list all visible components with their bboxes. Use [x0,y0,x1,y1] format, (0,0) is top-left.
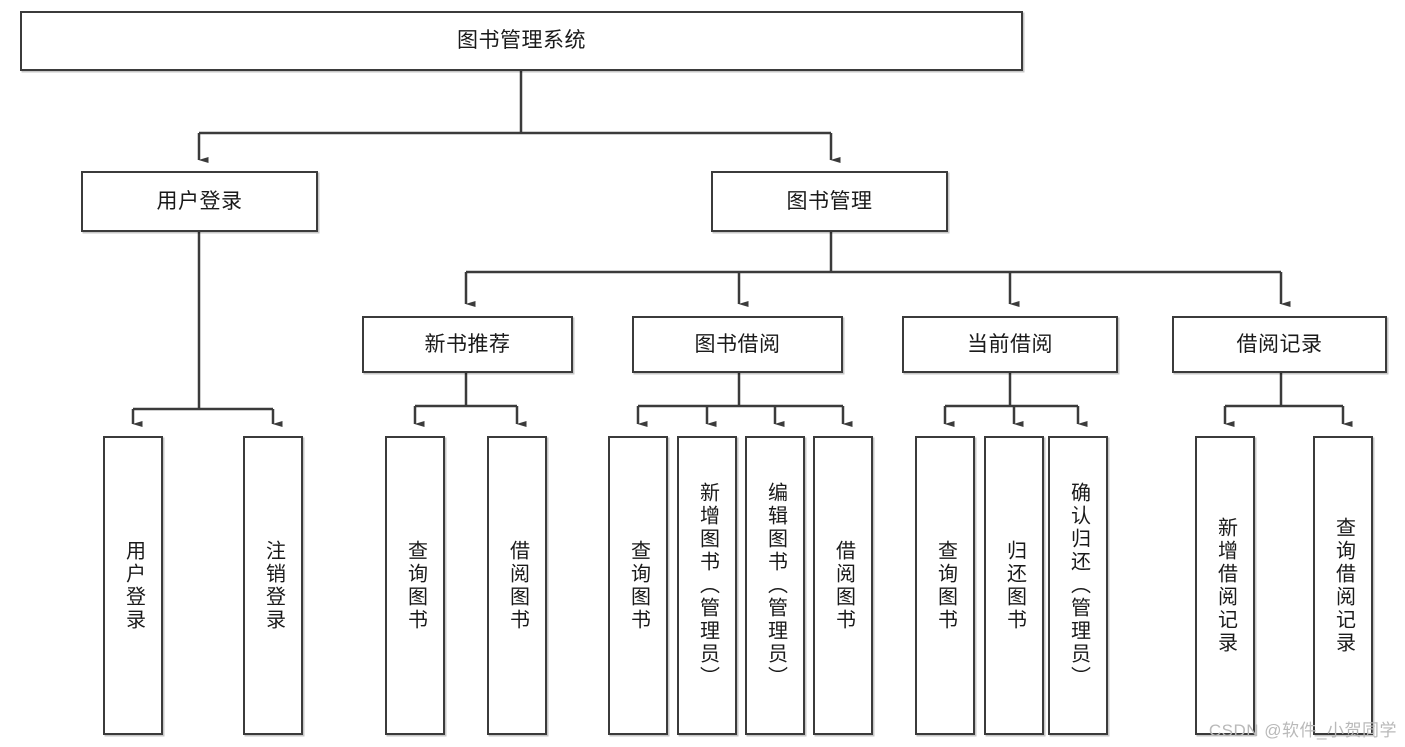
leaf-query-book-1[interactable]: 查询图书 [385,436,445,735]
leaf-return-book[interactable]: 归还图书 [984,436,1044,735]
node-book-manage-label: 图书管理 [786,189,873,213]
node-borrow-record-label: 借阅记录 [1236,332,1323,356]
leaf-confirm-return[interactable]: 确认归还（管理员） [1048,436,1108,735]
leaf-add-book[interactable]: 新增图书（管理员） [677,436,737,735]
leaf-user-logout[interactable]: 注销登录 [243,436,303,735]
node-book-manage[interactable]: 图书管理 [711,171,948,232]
node-book-borrow[interactable]: 图书借阅 [632,316,843,373]
leaf-add-record[interactable]: 新增借阅记录 [1195,436,1255,735]
node-root-label: 图书管理系统 [457,29,586,53]
node-new-book-rec[interactable]: 新书推荐 [362,316,573,373]
node-new-book-rec-label: 新书推荐 [424,332,511,356]
leaf-borrow-book-1[interactable]: 借阅图书 [487,436,547,735]
leaf-edit-book[interactable]: 编辑图书（管理员） [745,436,805,735]
leaf-user-login[interactable]: 用户登录 [103,436,163,735]
leaf-query-book-3[interactable]: 查询图书 [915,436,975,735]
node-borrow-record[interactable]: 借阅记录 [1172,316,1387,373]
node-user-login[interactable]: 用户登录 [81,171,318,232]
node-book-borrow-label: 图书借阅 [694,332,781,356]
leaf-query-book-2[interactable]: 查询图书 [608,436,668,735]
node-current-borrow[interactable]: 当前借阅 [902,316,1118,373]
node-current-borrow-label: 当前借阅 [967,332,1053,356]
node-user-login-label: 用户登录 [156,189,243,213]
node-root[interactable]: 图书管理系统 [20,11,1023,71]
leaf-query-record[interactable]: 查询借阅记录 [1313,436,1373,735]
leaf-borrow-book-2[interactable]: 借阅图书 [813,436,873,735]
